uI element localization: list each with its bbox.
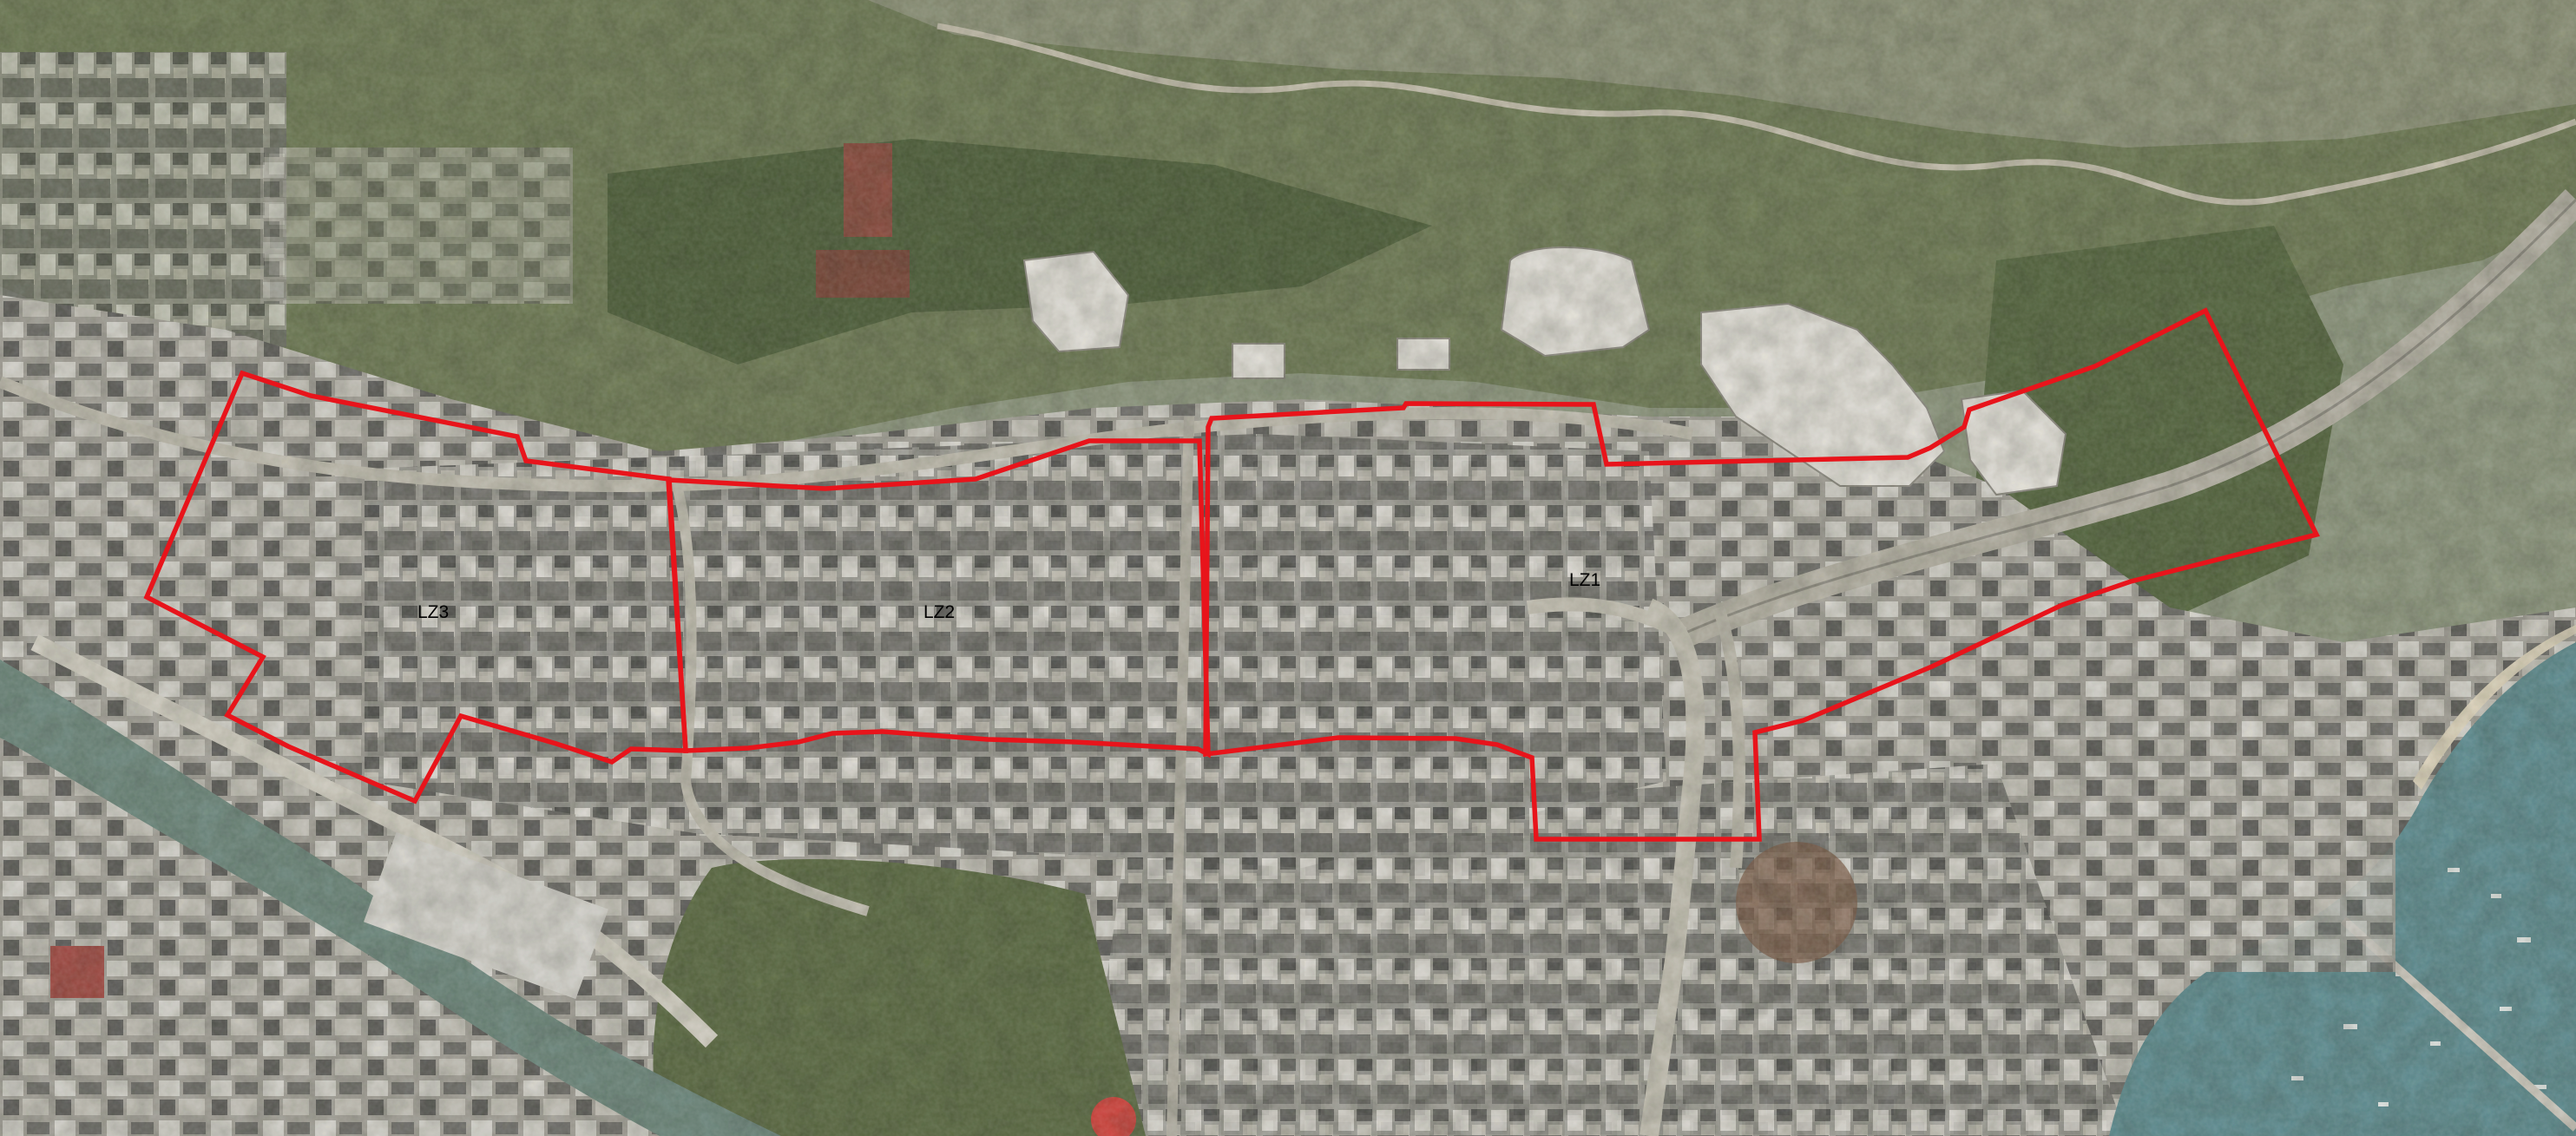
zone-boundary-lz1 [1203, 307, 2320, 842]
zone-boundaries [143, 307, 2320, 842]
zone-label-lz3: LZ3 [417, 602, 449, 622]
zone-label-lz2: LZ2 [923, 602, 955, 622]
zone-boundary-lz2 [666, 438, 1211, 758]
zone-boundary-lz3 [143, 370, 688, 804]
zone-label-lz1: LZ1 [1569, 570, 1600, 590]
